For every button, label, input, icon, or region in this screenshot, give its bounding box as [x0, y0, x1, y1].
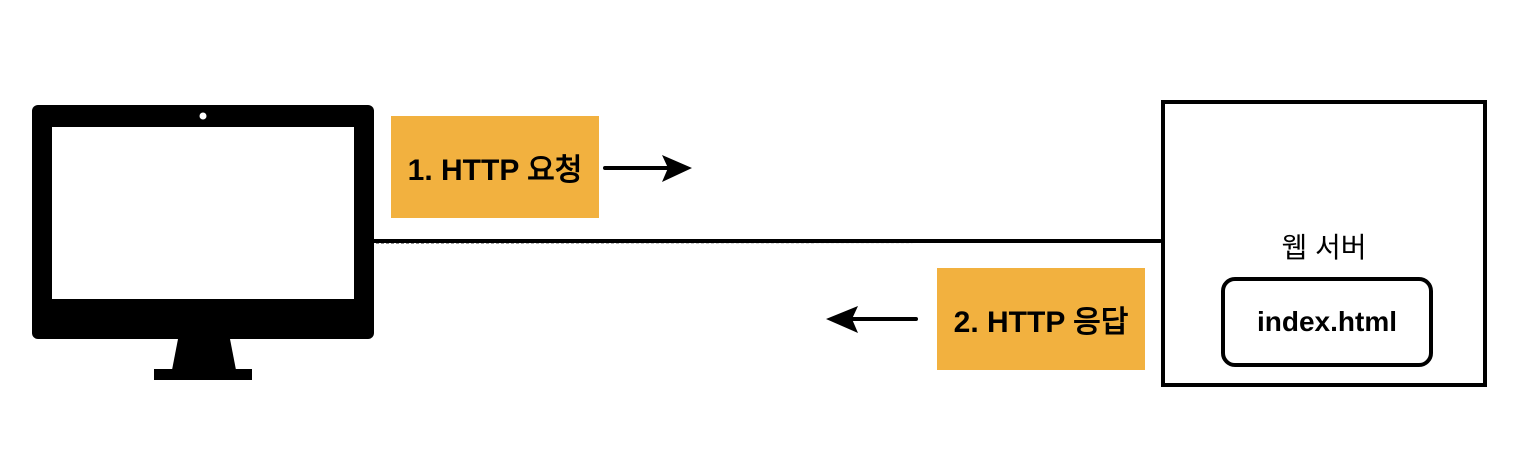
computer-monitor-icon — [32, 105, 374, 380]
arrow-left-icon — [826, 306, 918, 333]
web-server-title: 웹 서버 — [1281, 232, 1367, 263]
http-response-label: 2. HTTP 응답 — [937, 268, 1145, 370]
http-request-label: 1. HTTP 요청 — [391, 116, 599, 218]
arrow-right-icon — [603, 155, 692, 182]
connection-line — [372, 239, 1162, 244]
web-server-box: 웹 서버 index.html — [1161, 100, 1487, 387]
index-html-file: index.html — [1221, 277, 1433, 367]
